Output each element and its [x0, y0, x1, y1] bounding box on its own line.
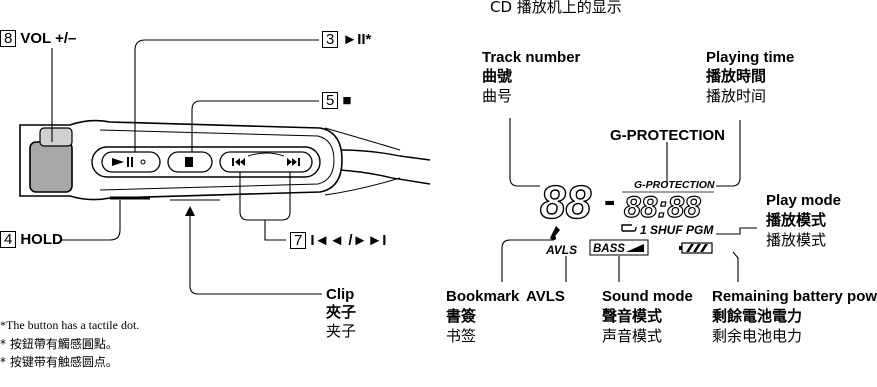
- sound-level-icon: [626, 244, 644, 252]
- play-mode-en: Play mode: [766, 192, 842, 209]
- play-number: 3: [322, 31, 339, 48]
- next-icon: [287, 158, 297, 166]
- playing-time-zh-simp: 播放时间: [706, 87, 767, 105]
- remote-control: [19, 119, 431, 201]
- battery-zh-trad: 剩餘電池電力: [712, 307, 803, 325]
- bookmark-zh-simp: 书签: [446, 327, 477, 345]
- stop-label: 5■: [322, 92, 351, 109]
- vol-text: VOL +/–: [20, 30, 77, 47]
- volume-knob[interactable]: [29, 141, 73, 193]
- lcd-time-digits: 88:88: [624, 191, 701, 224]
- lcd-avls: AVLS: [545, 243, 577, 257]
- remote-callouts: [51, 39, 322, 295]
- repeat-icon: [621, 224, 637, 232]
- display-callouts: [501, 118, 757, 282]
- hold-text: HOLD: [20, 231, 63, 248]
- sound-mode-zh-simp: 声音模式: [602, 327, 663, 345]
- bookmark-zh-trad: 書簽: [446, 307, 477, 325]
- track-number-zh-trad: 曲號: [482, 67, 513, 85]
- clip-zh-trad: 夾子: [326, 303, 357, 321]
- g-protection-label: G-PROTECTION: [610, 127, 725, 144]
- sound-mode-zh-trad: 聲音模式: [602, 307, 663, 325]
- lcd-bass: BASS: [593, 243, 625, 255]
- playing-time-zh-trad: 播放時間: [706, 67, 767, 85]
- sound-mode-en: Sound mode: [602, 288, 693, 305]
- skip-number: 7: [290, 232, 307, 249]
- battery-en: Remaining battery power: [712, 289, 877, 304]
- clip-arrow: [185, 206, 195, 216]
- lcd-bass-box: [589, 239, 649, 256]
- battery-zh-simp: 剩余电池电力: [712, 327, 803, 345]
- stop-number: 5: [322, 92, 339, 109]
- stop-icon: [185, 157, 193, 167]
- playing-time-en: Playing time: [706, 49, 795, 66]
- skip-buttons[interactable]: [219, 151, 313, 173]
- play-mode-zh-trad: 播放模式: [766, 211, 827, 229]
- hold-number: 4: [0, 231, 17, 248]
- track-number-en: Track number: [482, 49, 581, 66]
- clip-zh-simp: 夹子: [326, 322, 357, 340]
- track-number-zh-simp: 曲号: [482, 87, 513, 105]
- page-title: CD 播放机上的显示: [490, 0, 622, 16]
- lcd-g-protection: G-PROTECTION: [634, 179, 715, 191]
- bookmark-callout-dot: [552, 236, 556, 240]
- lcd-dash: -: [604, 182, 615, 220]
- avls-label: AVLS: [526, 288, 565, 305]
- play-mode-zh-simp: 播放模式: [766, 231, 827, 249]
- tactile-dot: [140, 159, 146, 165]
- lcd-display: 88 - G-PROTECTION 88:88 1 SHUF PGM AVLS …: [539, 175, 715, 257]
- stop-text: ■: [342, 92, 352, 109]
- skip-text: I◄◄ /►►I: [310, 232, 387, 249]
- clip-en: Clip: [326, 286, 355, 303]
- lcd-track-digits: 88: [540, 176, 592, 228]
- play-pause-icon: [112, 158, 124, 166]
- footnote-zh-simp: * 按键带有触感圆点。: [0, 355, 118, 369]
- footnote-en: *The button has a tactile dot.: [0, 318, 140, 332]
- footnote-zh-trad: * 按鈕帶有觸感圓點。: [0, 337, 118, 351]
- bookmark-en: Bookmark: [446, 288, 520, 305]
- lcd-mode-text: 1 SHUF PGM: [640, 223, 714, 237]
- vol-number: 8: [0, 30, 17, 47]
- bookmark-icon: [550, 226, 560, 240]
- play-text: ►II*: [342, 31, 372, 48]
- play-label: 3►II*: [322, 31, 371, 48]
- previous-icon: [232, 158, 234, 166]
- remote-cable: [339, 149, 431, 161]
